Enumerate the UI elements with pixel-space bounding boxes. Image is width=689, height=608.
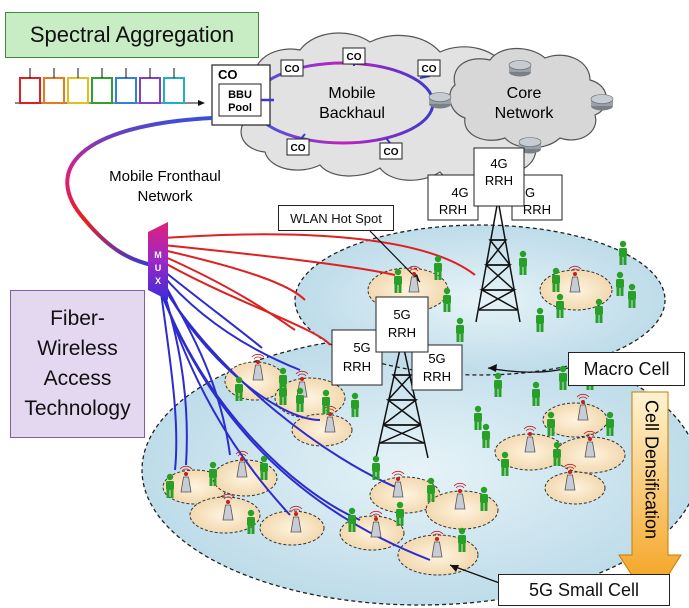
mux-letter: M (154, 250, 162, 260)
spectral-aggregation-label: Spectral Aggregation (29, 22, 235, 47)
fronthaul-label-2: Network (137, 188, 193, 205)
core-network-label-2: Network (495, 105, 555, 122)
cell-densification-label: Cell Densification (641, 400, 661, 539)
4g-rrh-top: 4G RRH (473, 147, 525, 207)
co-node-2: CO (342, 47, 366, 66)
rrh-label: RRH (485, 173, 513, 188)
spectrum-icon (15, 68, 205, 106)
router-icon (590, 94, 614, 111)
mux-letter: X (155, 276, 161, 286)
macro-cell-box: Macro Cell (568, 352, 685, 386)
co-node-5: CO (379, 137, 403, 160)
rrh-label: RRH (343, 359, 371, 374)
4g-rrh-left: 4G RRH (427, 174, 479, 221)
5g-rrh-top: 5G RRH (375, 296, 429, 353)
rrh-label: 5G (353, 340, 370, 355)
4g-tower (475, 199, 521, 323)
small-cell-pointer (449, 564, 506, 586)
rrh-label: RRH (388, 325, 416, 340)
macro-cell-label: Macro Cell (583, 358, 670, 379)
co-node-1: CO (280, 59, 304, 77)
mux-block (148, 222, 168, 300)
central-office: CO BBU Pool (211, 64, 274, 126)
fiber-wireless-box: Fiber- Wireless Access Technology (10, 290, 145, 438)
fronthaul-fiber (65, 116, 213, 267)
co-node-3: CO (417, 59, 441, 79)
co-label: CO (384, 147, 399, 158)
fiber-wireless-line: Access (43, 367, 112, 390)
co-node-4: CO (286, 133, 310, 156)
mobile-backhaul-label-2: Backhaul (319, 105, 385, 122)
spectral-aggregation-box: Spectral Aggregation (5, 12, 259, 58)
cell-densification-arrow: Cell Densification (618, 391, 682, 605)
bbu-label-1: BBU (228, 89, 252, 101)
core-network-label-1: Core (507, 85, 542, 102)
blue-fibers (159, 267, 431, 561)
co-label: CO (422, 64, 437, 75)
small-cell-label: 5G Small Cell (528, 579, 640, 600)
wlan-hot-spot-label: WLAN Hot Spot (290, 210, 382, 226)
rrh-label: G (525, 185, 535, 200)
fronthaul-label-1: Mobile Fronthaul (109, 168, 221, 185)
fiber-wireless-line: Fiber- (50, 307, 105, 330)
fiber-wireless-line: Technology (24, 397, 131, 420)
rrh-label: 4G (451, 185, 468, 200)
router-icon (508, 60, 532, 77)
mobile-backhaul-label-1: Mobile (328, 85, 375, 102)
5g-rrh-left: 5G RRH (331, 329, 383, 386)
rrh-label: RRH (523, 202, 551, 217)
co-main-label: CO (218, 67, 238, 82)
fiber-wireless-line: Wireless (37, 337, 118, 360)
rrh-label: RRH (423, 369, 451, 384)
bbu-label-2: Pool (228, 102, 252, 114)
wlan-hot-spot-box: WLAN Hot Spot (278, 205, 394, 231)
rrh-label: 5G (428, 351, 445, 366)
co-label: CO (285, 64, 300, 75)
rrh-label: RRH (439, 202, 467, 217)
router-icon (428, 92, 452, 109)
co-label: CO (347, 52, 362, 63)
mux-letter: U (155, 263, 162, 273)
core-network-cloud (449, 47, 607, 149)
red-fibers (162, 233, 476, 346)
small-cell-box: 5G Small Cell (498, 574, 670, 606)
rrh-label: 4G (490, 156, 507, 171)
rrh-label: 5G (393, 307, 410, 322)
wlan-pointer (369, 230, 421, 283)
co-label: CO (291, 143, 306, 154)
